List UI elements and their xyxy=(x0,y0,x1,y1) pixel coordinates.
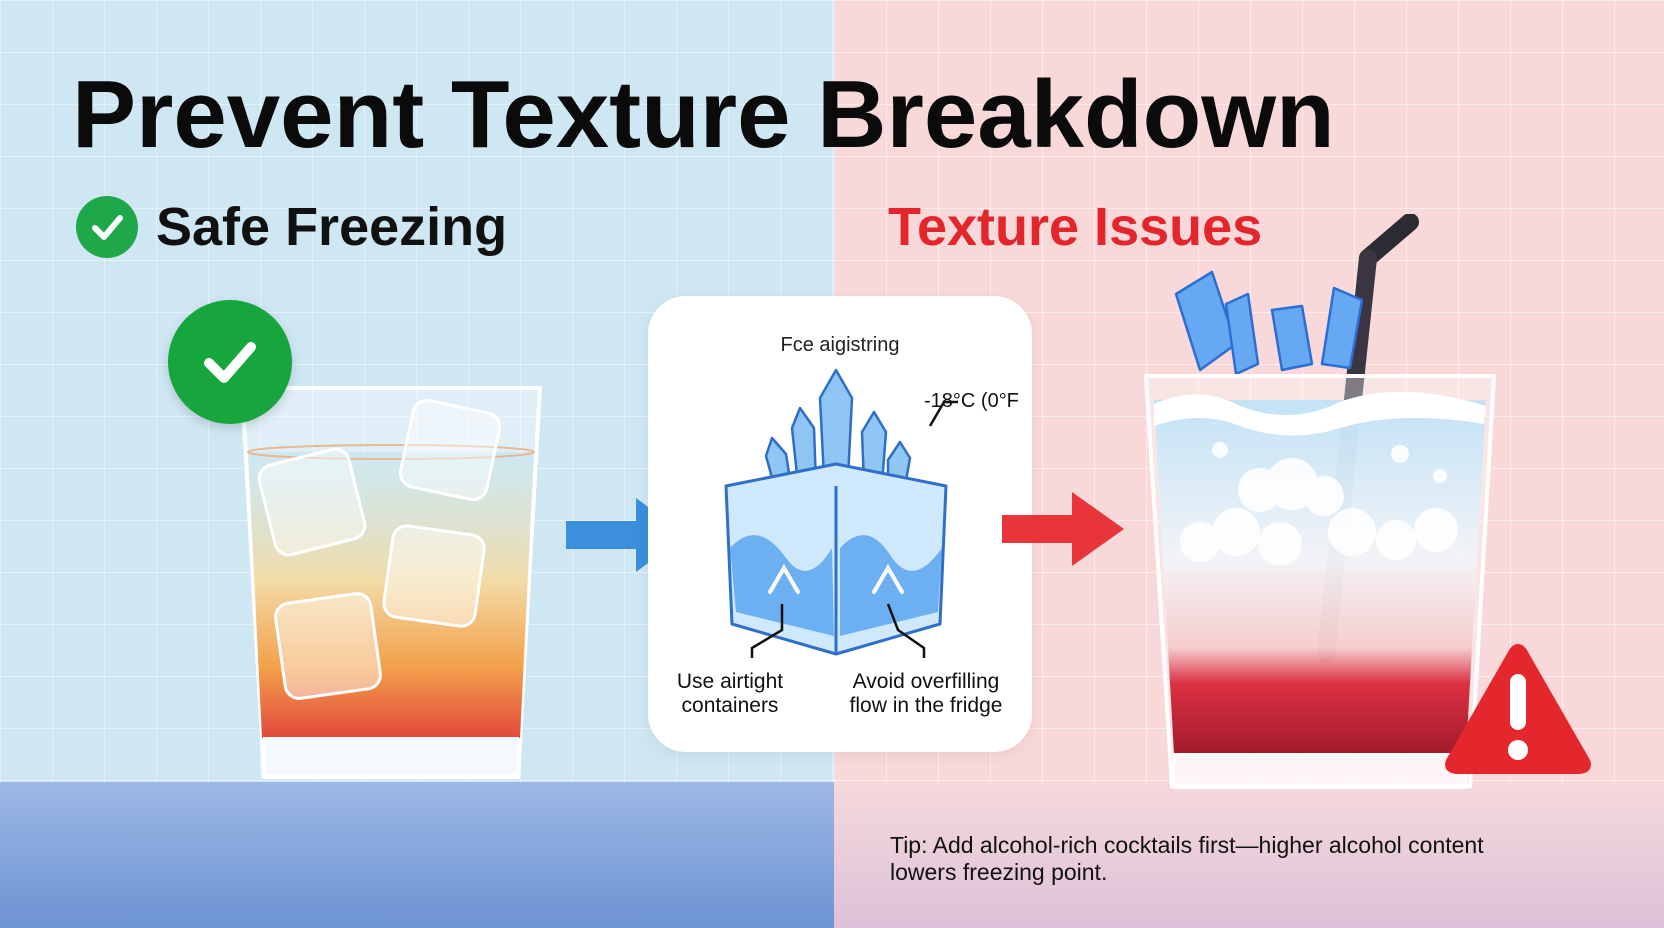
page-title: Prevent Texture Breakdown xyxy=(72,61,1335,168)
slushy-glass-icon xyxy=(1143,214,1497,789)
ice-glass-icon xyxy=(239,386,543,779)
ice-crystal-cube-icon xyxy=(724,368,958,658)
freezer-temperature: -18°C (0°F xyxy=(924,390,1019,412)
texture-issues-label: Texture Issues xyxy=(888,197,1263,257)
safe-freezing-label: Safe Freezing xyxy=(156,197,508,257)
arrow-right-icon xyxy=(1002,492,1124,566)
note-airtight: Use airtight containers xyxy=(676,670,784,717)
note-overfilling: Avoid overfilling flow in the fridge xyxy=(849,670,1003,717)
safe-freezing-heading: Safe Freezing xyxy=(76,196,507,258)
card-title: Fce aigistring xyxy=(780,334,900,356)
safe-check-badge xyxy=(168,300,292,424)
info-card: Fce aigistring -18°C (0°F Use airtight c… xyxy=(648,296,1032,752)
tip-text: Tip: Add alcohol-rich cocktails first—hi… xyxy=(890,832,1484,885)
safe-side-floor xyxy=(0,782,834,928)
warning-triangle-icon xyxy=(1445,644,1591,774)
check-circle-icon xyxy=(76,196,138,258)
issues-side-floor xyxy=(834,782,1664,928)
